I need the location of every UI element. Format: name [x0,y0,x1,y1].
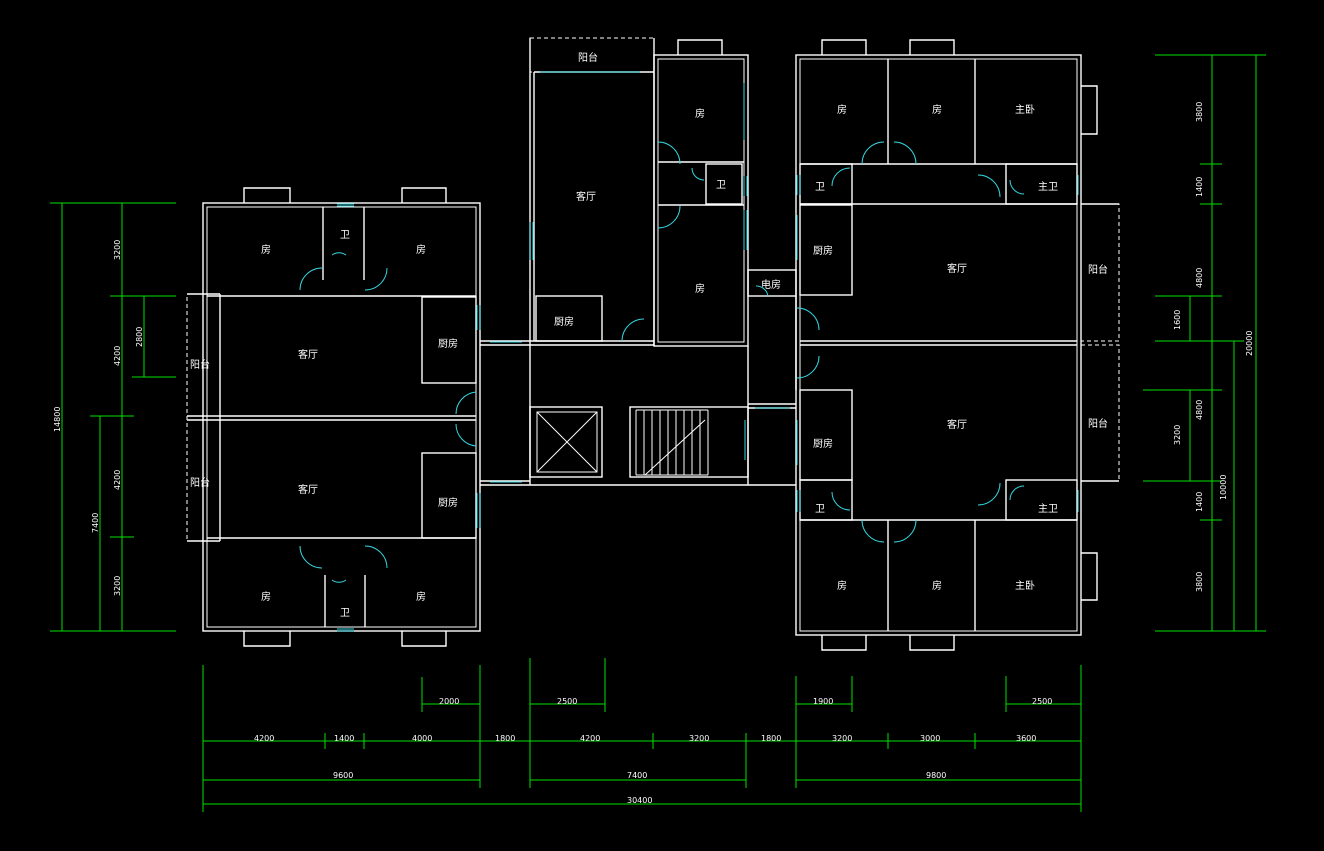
dim-label: 1400 [334,734,354,743]
room-label: 卫 [340,230,350,241]
room-label: 客厅 [947,262,967,275]
room-label: 电房 [761,278,781,291]
room-label: 厨房 [438,337,458,350]
bottom-dimension-labels: 2000 2500 1900 2500 4200 1400 4000 1800 … [254,697,1052,805]
left-dimension-labels: 3200 4200 4200 3200 2800 7400 14800 [53,240,144,596]
dim-label: 1800 [495,734,515,743]
dim-label: 20000 [1245,331,1254,356]
room-label: 房 [932,103,942,116]
dim-label: 4200 [254,734,274,743]
bottom-dimension-lines [202,658,1082,812]
right-unit-doors [796,141,1025,543]
dim-label: 3200 [113,576,122,596]
dim-label: 1400 [1195,177,1204,197]
dim-label: 30400 [627,796,652,805]
room-label: 厨房 [554,315,574,328]
room-labels: 房 卫 房 阳台 客厅 厨房 阳台 客厅 厨房 房 卫 房 阳台 房 客厅 卫 … [190,51,1108,619]
left-dimension-lines [50,202,176,632]
room-label: 主卫 [1038,181,1058,193]
dim-label: 1900 [813,697,833,706]
room-label: 房 [837,579,847,592]
dim-label: 4000 [412,734,432,743]
room-label: 主卫 [1038,503,1058,515]
dim-label: 1800 [761,734,781,743]
stair-treads [635,409,709,476]
room-label: 阳台 [1088,263,1108,276]
room-label: 厨房 [438,496,458,509]
dim-label: 3200 [113,240,122,260]
dim-label: 1600 [1173,310,1182,330]
room-label: 客厅 [298,348,318,361]
right-dimension-lines [1143,54,1266,632]
room-label: 卫 [716,180,726,191]
dim-label: 9600 [333,771,353,780]
dim-label: 3800 [1195,102,1204,122]
middle-unit-doors [621,141,769,342]
dim-label: 3000 [920,734,940,743]
room-label: 房 [932,579,942,592]
dim-label: 7400 [627,771,647,780]
right-dimension-labels: 3800 1400 4800 1600 4800 3200 1400 3800 … [1173,102,1254,592]
right-unit-walls [795,39,1120,651]
dim-label: 2000 [439,697,459,706]
dim-label: 2500 [557,697,577,706]
dim-label: 10000 [1219,475,1228,500]
dim-label: 4800 [1195,268,1204,288]
room-label: 主卧 [1015,579,1035,592]
room-label: 客厅 [576,190,596,203]
room-label: 房 [695,282,705,295]
room-label: 厨房 [813,244,833,257]
room-label: 客厅 [947,418,967,431]
dim-label: 4200 [580,734,600,743]
dim-label: 14800 [53,407,62,432]
dim-label: 3200 [689,734,709,743]
dim-label: 4200 [113,470,122,490]
room-label: 卫 [340,608,350,619]
room-label: 房 [416,243,426,256]
dim-label: 2800 [135,327,144,347]
dim-label: 9800 [926,771,946,780]
dim-label: 4200 [113,346,122,366]
room-label: 阳台 [190,476,210,489]
room-label: 阳台 [578,51,598,64]
room-label: 客厅 [298,483,318,496]
room-label: 房 [416,590,426,603]
dim-label: 3200 [832,734,852,743]
room-label: 房 [695,107,705,120]
room-label: 卫 [815,504,825,515]
dim-label: 7400 [91,513,100,533]
room-label: 房 [261,243,271,256]
room-label: 阳台 [190,358,210,371]
room-label: 房 [261,590,271,603]
right-unit-windows [796,175,1079,512]
left-unit-windows [337,203,522,632]
room-label: 厨房 [813,437,833,450]
dim-label: 3200 [1173,425,1182,445]
middle-unit-walls [529,37,797,347]
room-label: 卫 [815,182,825,193]
dim-label: 3600 [1016,734,1036,743]
dim-label: 2500 [1032,697,1052,706]
left-unit-walls [186,187,530,647]
room-label: 房 [837,103,847,116]
room-label: 阳台 [1088,417,1108,430]
core-walls [529,345,796,486]
room-label: 主卧 [1015,103,1035,116]
middle-unit-windows [529,71,748,260]
left-unit-doors [299,252,477,583]
dim-label: 1400 [1195,492,1204,512]
dim-label: 3800 [1195,572,1204,592]
dim-label: 4800 [1195,400,1204,420]
